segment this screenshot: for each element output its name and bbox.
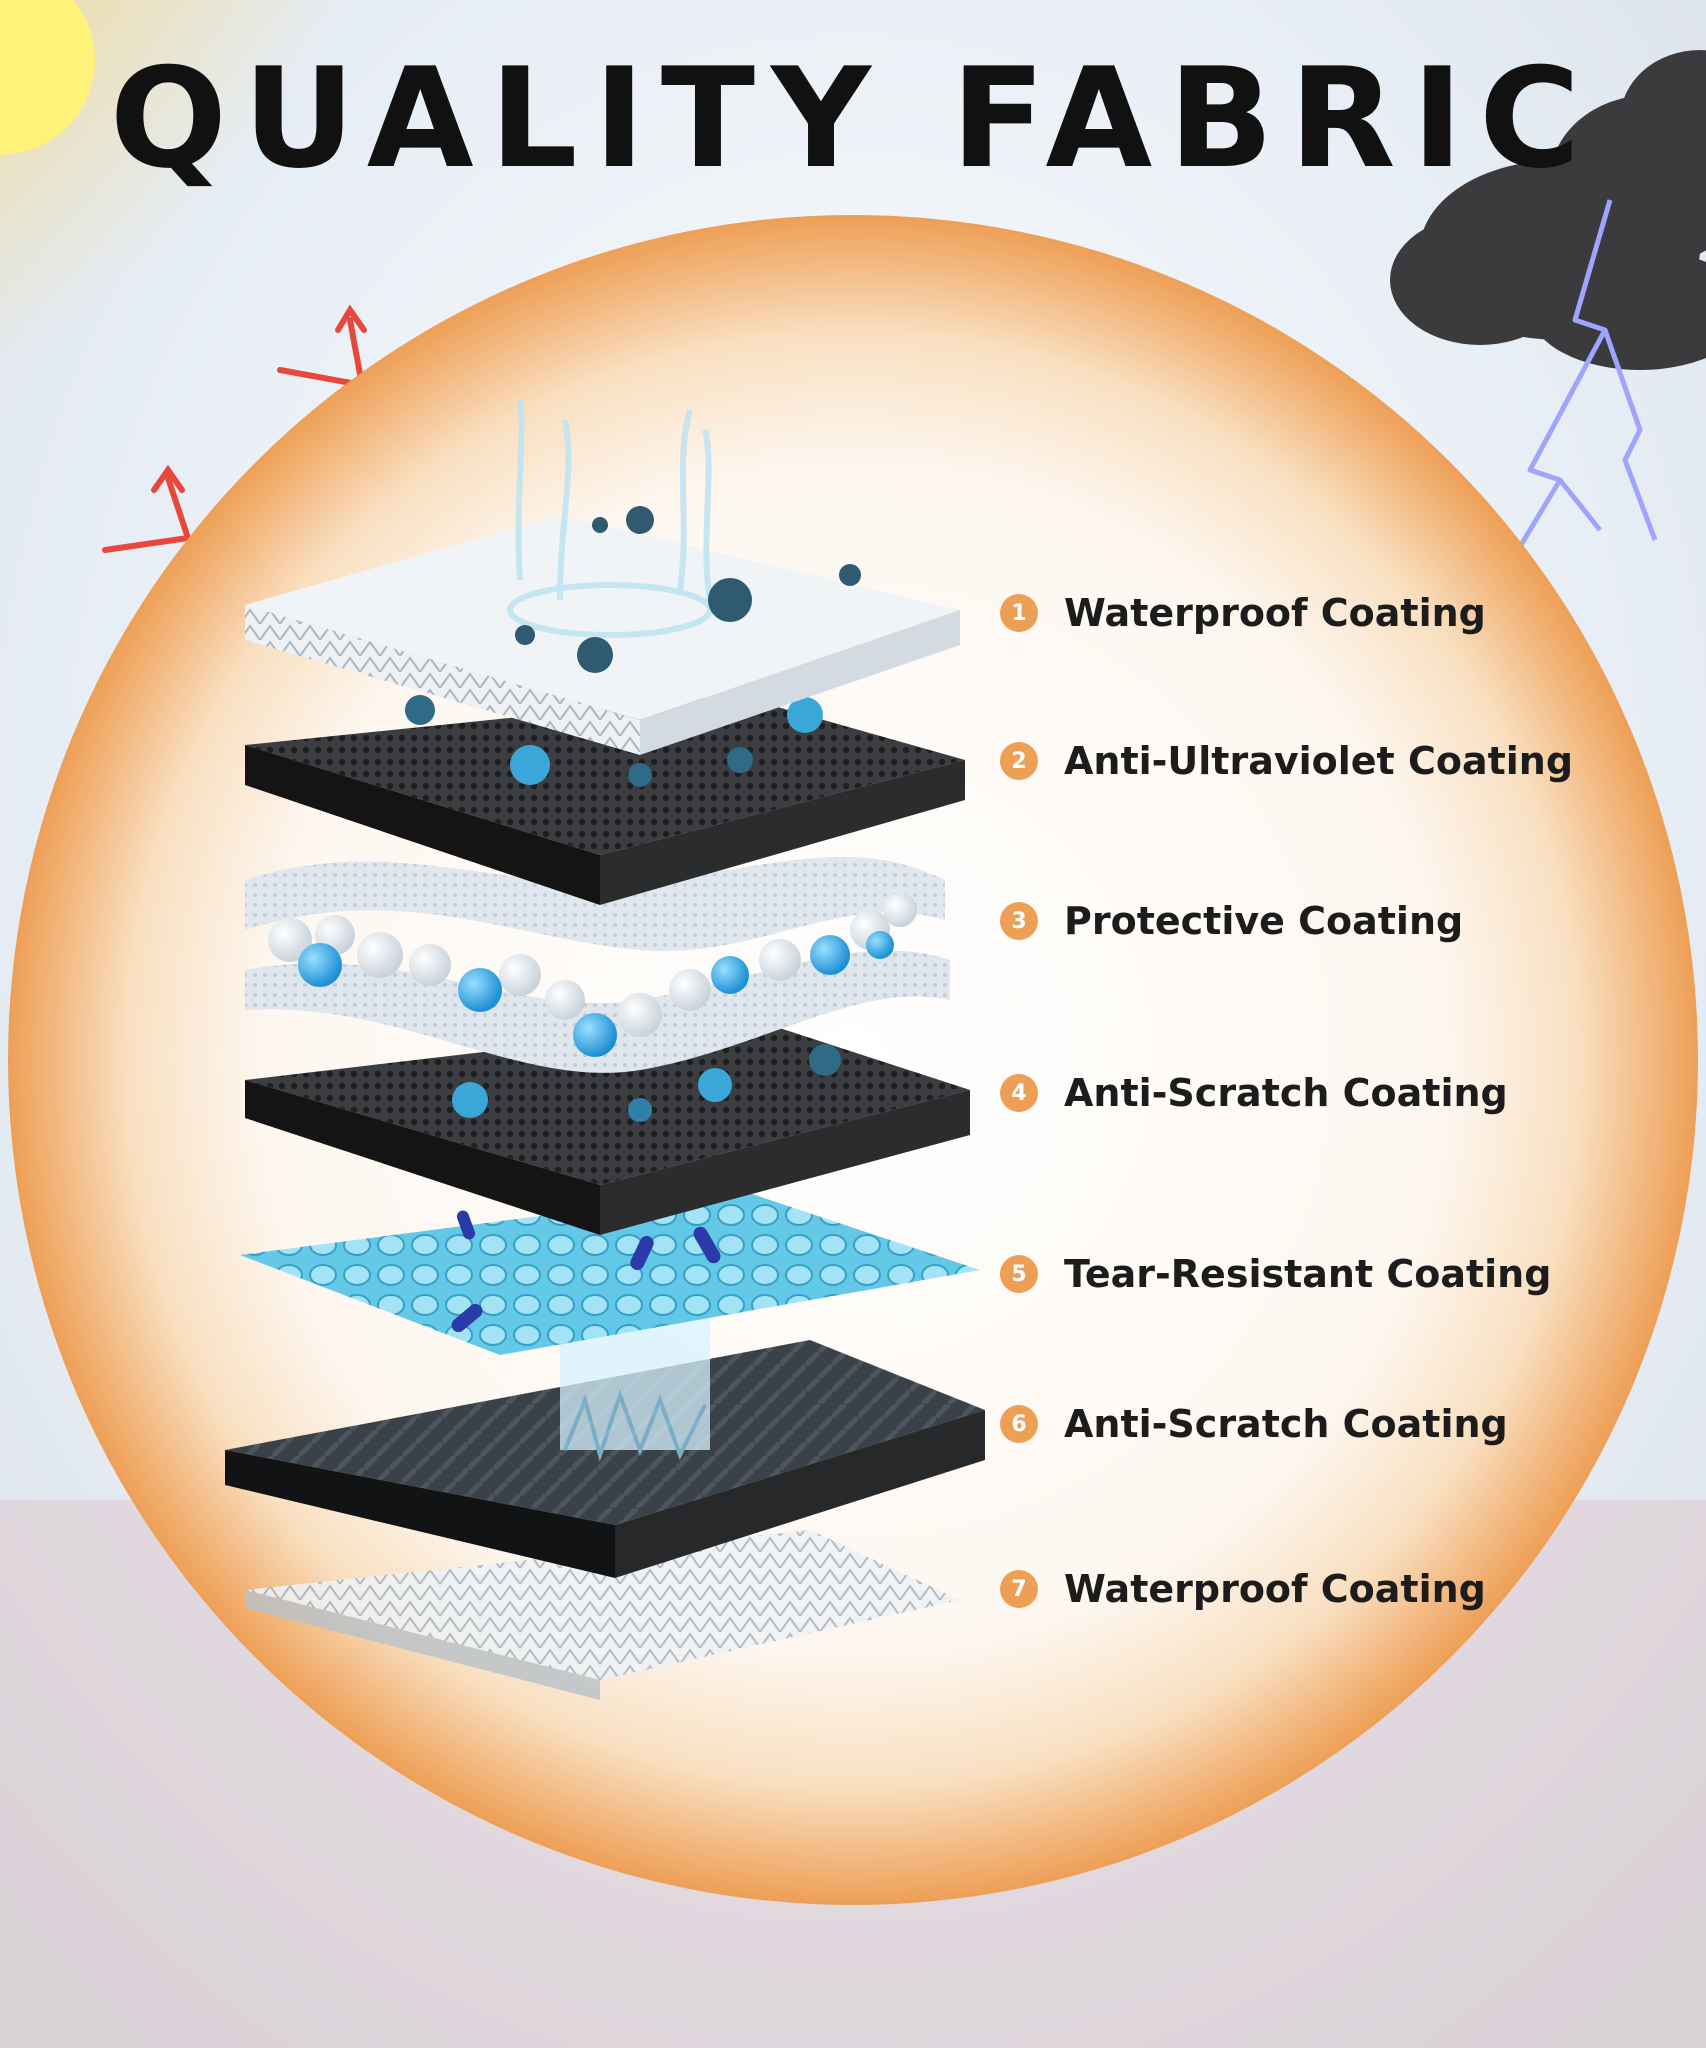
- layer-number-badge: 6: [1000, 1405, 1038, 1443]
- sun-icon: [0, 0, 420, 480]
- layer-number-badge: 5: [1000, 1255, 1038, 1293]
- layer-number-badge: 1: [1000, 594, 1038, 632]
- layer-label-5: 5 Tear-Resistant Coating: [1000, 1244, 1551, 1304]
- page-title: QUALITY FABRIC: [109, 38, 1597, 199]
- layer-number-badge: 3: [1000, 902, 1038, 940]
- layer-label-text: Anti-Ultraviolet Coating: [1064, 739, 1574, 783]
- fabric-layer-7: [245, 1530, 960, 1700]
- layer-label-text: Waterproof Coating: [1064, 591, 1486, 635]
- layer-number-badge: 4: [1000, 1074, 1038, 1112]
- fabric-layer-4: [245, 1020, 970, 1235]
- layer-label-1: 1 Waterproof Coating: [1000, 583, 1486, 643]
- layer-label-6: 6 Anti-Scratch Coating: [1000, 1394, 1508, 1454]
- layer-label-text: Protective Coating: [1064, 899, 1464, 943]
- layer-number-badge: 2: [1000, 742, 1038, 780]
- water-splash: [507, 399, 713, 638]
- layer-label-text: Tear-Resistant Coating: [1064, 1252, 1552, 1296]
- layer-label-4: 4 Anti-Scratch Coating: [1000, 1063, 1508, 1123]
- layer-label-7: 7 Waterproof Coating: [1000, 1559, 1486, 1619]
- lightning-icon: [1497, 199, 1658, 582]
- layer-label-text: Waterproof Coating: [1064, 1567, 1486, 1611]
- fabric-layer-1: [245, 399, 960, 755]
- layer-label-2: 2 Anti-Ultraviolet Coating: [1000, 731, 1573, 791]
- fabric-layer-2: [245, 695, 965, 905]
- layer-label-3: 3 Protective Coating: [1000, 891, 1463, 951]
- fabric-layer-3: [245, 856, 950, 1073]
- layer-label-text: Anti-Scratch Coating: [1064, 1071, 1508, 1115]
- fabric-layer-5: [240, 1190, 980, 1355]
- storm-cloud-icon: [1390, 50, 1706, 370]
- layer-label-text: Anti-Scratch Coating: [1064, 1402, 1508, 1446]
- layer-number-badge: 7: [1000, 1570, 1038, 1608]
